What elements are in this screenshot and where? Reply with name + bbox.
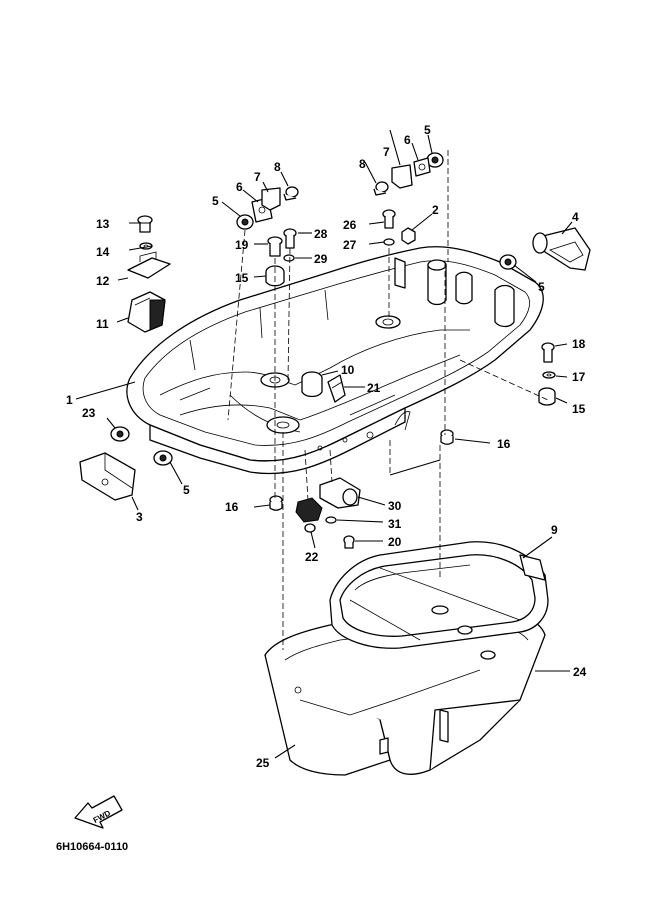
callout-5-right: 5 [538, 280, 545, 294]
callout-6-right: 6 [404, 133, 411, 147]
grommet-11 [127, 291, 166, 333]
washer-27 [383, 238, 395, 246]
grommet-5-upper-left [236, 214, 254, 230]
callout-3: 3 [136, 510, 143, 524]
callout-22: 22 [305, 550, 319, 564]
callout-31: 31 [388, 517, 402, 531]
fwd-arrow-icon: FWD [74, 795, 123, 829]
callout-29: 29 [314, 252, 328, 266]
callout-28: 28 [314, 227, 328, 241]
callout-7-right: 7 [383, 145, 390, 159]
callout-2: 2 [432, 203, 439, 217]
diagram-code: 6H10664-0110 [56, 841, 128, 853]
grommet-23 [110, 426, 130, 442]
bolt-13 [137, 215, 153, 233]
lever-3 [79, 452, 136, 501]
callout-26: 26 [343, 218, 357, 232]
callout-1: 1 [66, 393, 73, 407]
bracket-6-right [413, 157, 431, 177]
washer-17 [542, 371, 556, 379]
screw-8-right [373, 181, 389, 196]
apron-24 [264, 609, 546, 776]
callout-20: 20 [388, 535, 402, 549]
grommet-15-right [538, 387, 556, 406]
bottom-cowling [126, 246, 544, 475]
callout-21: 21 [367, 381, 381, 395]
grommet-5-right [499, 254, 517, 270]
callout-14: 14 [96, 245, 110, 259]
callout-4: 4 [572, 210, 579, 224]
callout-17: 17 [572, 370, 586, 384]
bracket-30 [319, 477, 361, 509]
nut-16-left [269, 495, 283, 511]
callout-23: 23 [82, 406, 96, 420]
callout-19: 19 [235, 238, 249, 252]
callout-5-upper-right: 5 [424, 123, 431, 137]
washer-29 [283, 254, 295, 262]
washer-31 [325, 516, 337, 524]
clip-21 [327, 374, 346, 403]
lever-4 [532, 227, 591, 271]
nut-16-right [440, 429, 454, 445]
callout-30: 30 [388, 499, 402, 513]
callout-8-left: 8 [274, 160, 281, 174]
callout-5-lower: 5 [183, 483, 190, 497]
callout-12: 12 [96, 274, 110, 288]
callout-5-upper-left: 5 [212, 194, 219, 208]
callout-16-right: 16 [497, 437, 511, 451]
callout-27: 27 [343, 238, 357, 252]
screw-20 [343, 535, 355, 549]
leader-lines [75, 129, 573, 759]
bracket-7-left [261, 187, 281, 211]
callout-6-left: 6 [236, 180, 243, 194]
bolt-26 [382, 209, 396, 229]
callout-11: 11 [96, 317, 109, 331]
callout-18: 18 [572, 337, 586, 351]
plate-12 [127, 251, 171, 279]
callout-8-right: 8 [359, 157, 366, 171]
grommet-5-upper-right [426, 152, 444, 168]
callout-9: 9 [551, 523, 558, 537]
callout-10: 10 [341, 363, 355, 377]
screw-8-left [283, 186, 299, 201]
grommet-5-lower [153, 450, 173, 466]
rubber-seal-9 [329, 541, 549, 660]
callout-16-left: 16 [225, 500, 239, 514]
clamp-22 [295, 497, 323, 533]
callout-25: 25 [256, 756, 270, 770]
bolt-28 [283, 228, 297, 249]
callout-24: 24 [573, 665, 587, 679]
callout-7-left: 7 [254, 170, 261, 184]
bolt-19 [267, 236, 283, 257]
nut-2 [401, 227, 416, 245]
callout-labels: 1 2 3 4 5 5 5 5 6 6 7 7 8 8 9 10 11 12 1… [66, 123, 587, 770]
callout-15-left: 15 [235, 271, 249, 285]
callout-15-right: 15 [572, 402, 586, 416]
bolt-18 [541, 342, 555, 363]
callout-13: 13 [96, 217, 110, 231]
bracket-7-right [391, 164, 413, 189]
grommet-10 [301, 371, 323, 398]
